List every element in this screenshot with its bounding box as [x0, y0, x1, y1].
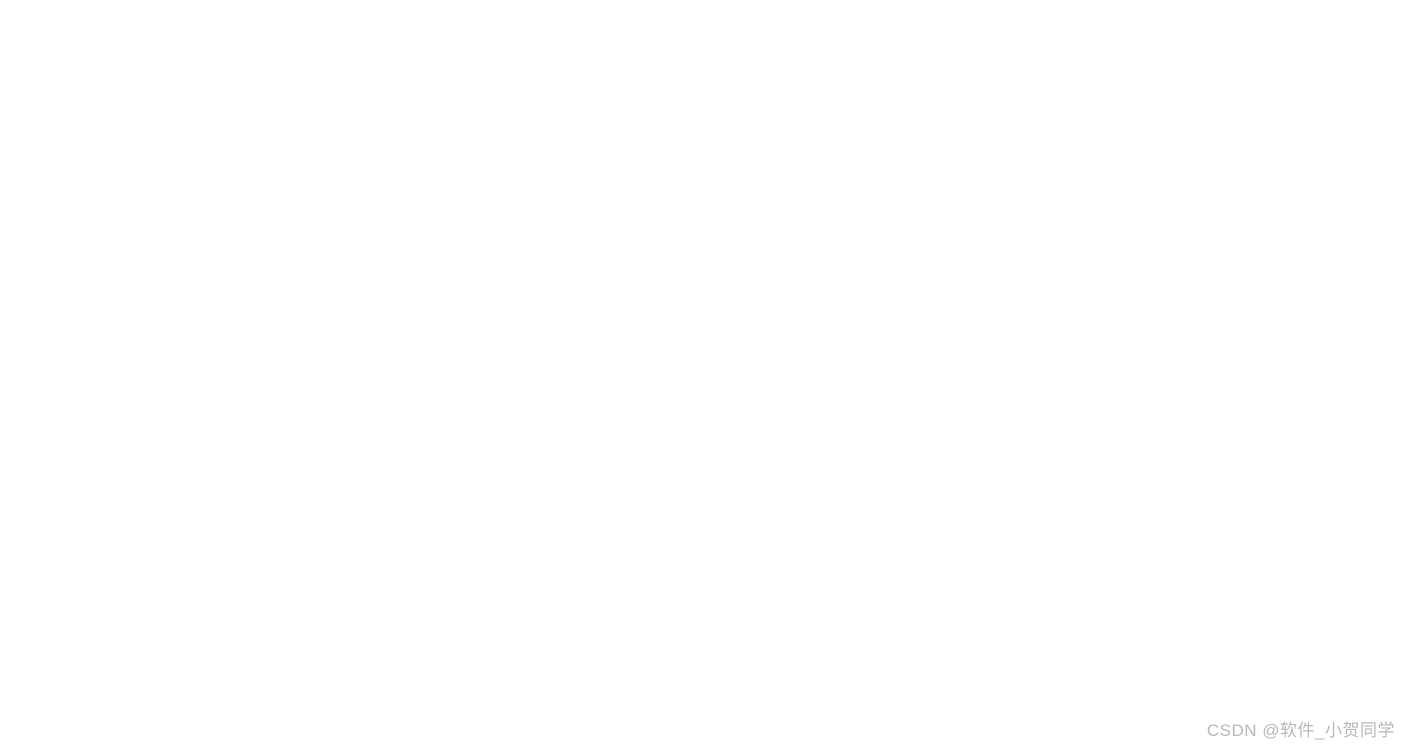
watermark-text: CSDN @软件_小贺同学 — [1206, 721, 1395, 740]
